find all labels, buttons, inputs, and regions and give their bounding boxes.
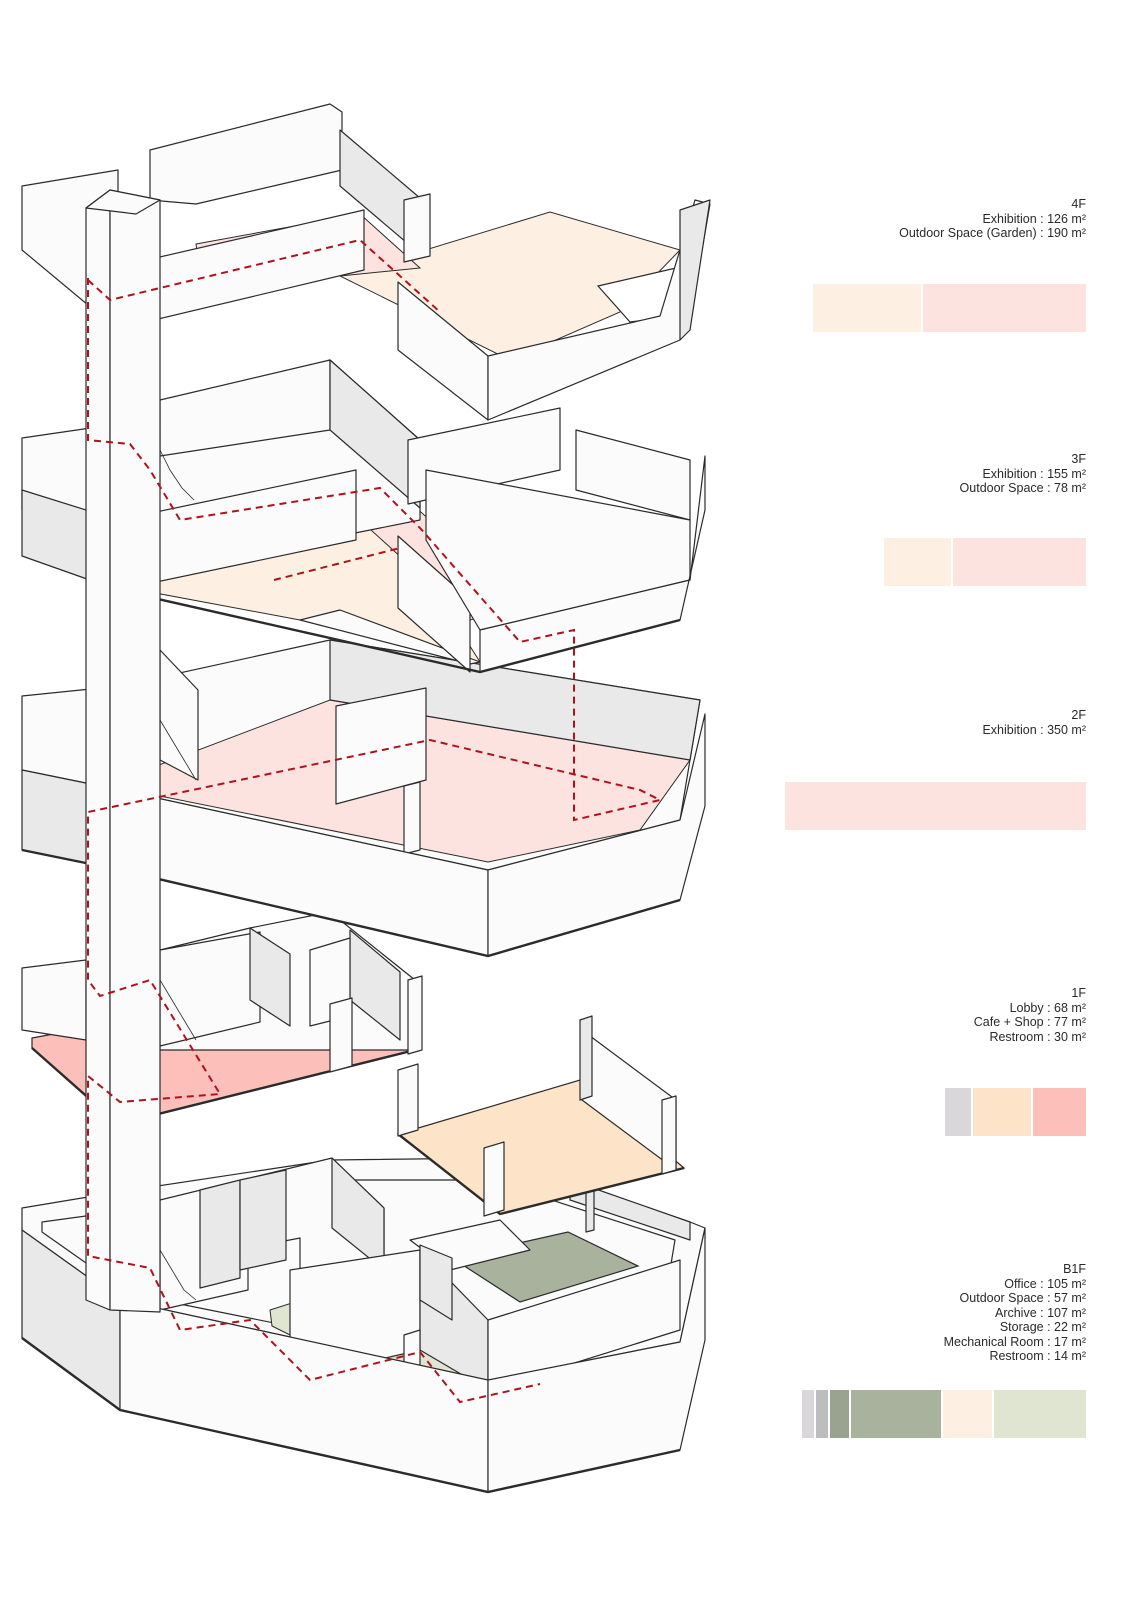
area-bar-segment (973, 1088, 1031, 1136)
floor-name: 3F (1071, 452, 1086, 466)
floor-b1f (21, 1157, 706, 1494)
area-bar-segment (785, 782, 1086, 830)
area-bar-segment (945, 1088, 971, 1136)
area-line: Mechanical Room : 17 m² (943, 1334, 1086, 1349)
floor-name: B1F (1063, 1262, 1086, 1276)
area-line: Storage : 22 m² (999, 1320, 1086, 1334)
floor-label-2f: 2F Exhibition : 350 m² (982, 708, 1086, 737)
area-bar-segment (994, 1390, 1086, 1438)
area-line: Outdoor Space : 78 m² (959, 481, 1086, 495)
area-bar-segment (830, 1390, 849, 1438)
floor-1f-cafe (396, 1015, 686, 1217)
area-bar-3f (884, 538, 1086, 586)
area-line: Outdoor Space : 57 m² (959, 1291, 1086, 1305)
area-bar-segment (953, 538, 1086, 586)
floor-label-4f: 4F Exhibition : 126 m² Outdoor Space (Ga… (899, 197, 1086, 241)
area-line: Restroom : 14 m² (989, 1349, 1086, 1363)
area-line: Restroom : 30 m² (989, 1029, 1086, 1044)
area-bar-1f (945, 1088, 1086, 1136)
floor-name: 1F (1071, 986, 1086, 1000)
floor-name: 2F (1071, 708, 1086, 722)
area-line: Exhibition : 350 m² (982, 722, 1086, 737)
floor-label-3f: 3F Exhibition : 155 m² Outdoor Space : 7… (960, 452, 1086, 496)
area-bar-segment (851, 1390, 941, 1438)
area-line: Office : 105 m² (1004, 1276, 1086, 1291)
area-bar-4f (813, 284, 1086, 332)
area-line: Exhibition : 126 m² (982, 211, 1086, 226)
area-bar-segment (943, 1390, 992, 1438)
area-line: Archive : 107 m² (994, 1305, 1086, 1320)
area-bar-segment (802, 1390, 814, 1438)
circulation-core (85, 189, 197, 1313)
floor-3f (21, 359, 706, 674)
area-bar-segment (1033, 1088, 1086, 1136)
area-bar-b1f (802, 1390, 1086, 1438)
area-bar-2f (785, 782, 1086, 830)
area-line: Exhibition : 155 m² (982, 466, 1086, 481)
area-line: Cafe + Shop : 77 m² (973, 1015, 1086, 1029)
area-bar-segment (884, 538, 951, 586)
floor-label-b1f: B1F Office : 105 m² Outdoor Space : 57 m… (944, 1262, 1086, 1364)
floor-1f (21, 911, 423, 1126)
area-line: Lobby : 68 m² (1009, 1000, 1086, 1015)
area-bar-segment (813, 284, 921, 332)
area-line: Outdoor Space (Garden) : 190 m² (899, 226, 1086, 240)
area-bar-segment (923, 284, 1086, 332)
floor-label-1f: 1F Lobby : 68 m² Cafe + Shop : 77 m² Res… (974, 986, 1086, 1044)
area-bar-segment (816, 1390, 828, 1438)
circulation-path (87, 278, 663, 1404)
floor-name: 4F (1071, 197, 1086, 211)
